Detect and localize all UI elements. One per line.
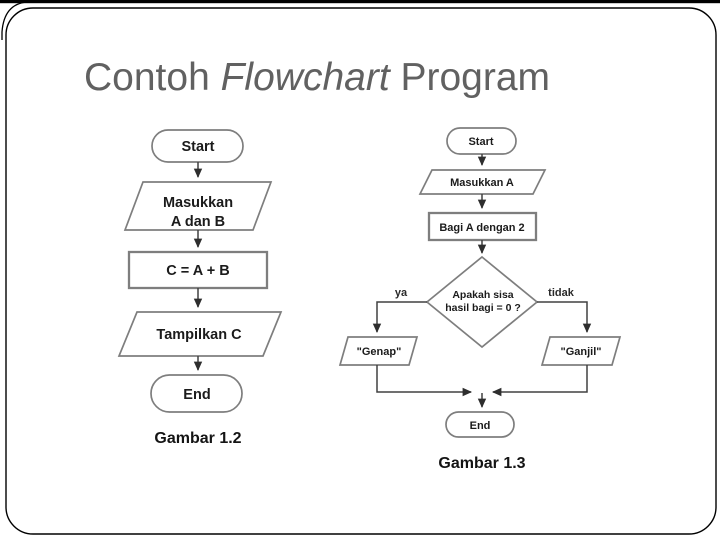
left-output-label: Tampilkan C (156, 327, 242, 343)
result-even-label: "Genap" (357, 346, 402, 358)
left-start-label: Start (181, 139, 214, 155)
left-end-label: End (183, 387, 210, 403)
branch-no-connector (537, 301, 592, 334)
right-decision-label-line2: hasil bagi = 0 ? (445, 302, 521, 314)
right-flowchart: Start Masukkan A Bagi A dengan 2 Apakah … (338, 127, 622, 472)
left-process-rect (127, 250, 269, 290)
right-decision-label-line1: Apakah sisa (452, 289, 513, 301)
merge-right-connector (491, 365, 588, 397)
slide-border (5, 7, 717, 535)
branch-yes-connector (372, 301, 427, 334)
branch-no-label: tidak (548, 287, 575, 299)
right-input-label: Masukkan A (450, 177, 514, 189)
left-input-parallelogram (123, 181, 273, 231)
merge-left-connector (376, 365, 473, 397)
left-caption: Gambar 1.2 (154, 430, 241, 447)
left-output-parallelogram (117, 311, 283, 357)
right-caption: Gambar 1.3 (438, 455, 525, 472)
result-odd-label: "Ganjil" (561, 346, 602, 358)
slide-title-part3: Program (389, 56, 551, 99)
result-odd-parallelogram (540, 336, 622, 366)
right-decision-diamond (425, 255, 539, 349)
right-process-label: Bagi A dengan 2 (439, 222, 524, 234)
right-end-terminator (445, 411, 515, 438)
result-even-parallelogram (338, 336, 419, 366)
outer-corner-arc (1, 1, 28, 40)
left-process-label: C = A + B (166, 263, 229, 279)
slide-title-italic-word: Flowchart (220, 56, 390, 99)
right-start-label: Start (468, 136, 493, 148)
right-process-rect (427, 211, 538, 242)
right-input-parallelogram (418, 169, 547, 195)
left-input-label-line1: Masukkan (163, 195, 233, 211)
branch-yes-label: ya (395, 287, 408, 299)
top-edge-bar (0, 0, 720, 4)
right-end-label: End (470, 420, 491, 432)
left-input-label-line2: A dan B (171, 214, 225, 230)
slide-title-part1: Contoh (84, 56, 221, 99)
slide-title: Contoh Flowchart Program (84, 56, 644, 100)
left-end-terminator (150, 374, 243, 413)
left-flowchart: Start Masukkan A dan B C = A + B Tampilk… (117, 129, 283, 447)
